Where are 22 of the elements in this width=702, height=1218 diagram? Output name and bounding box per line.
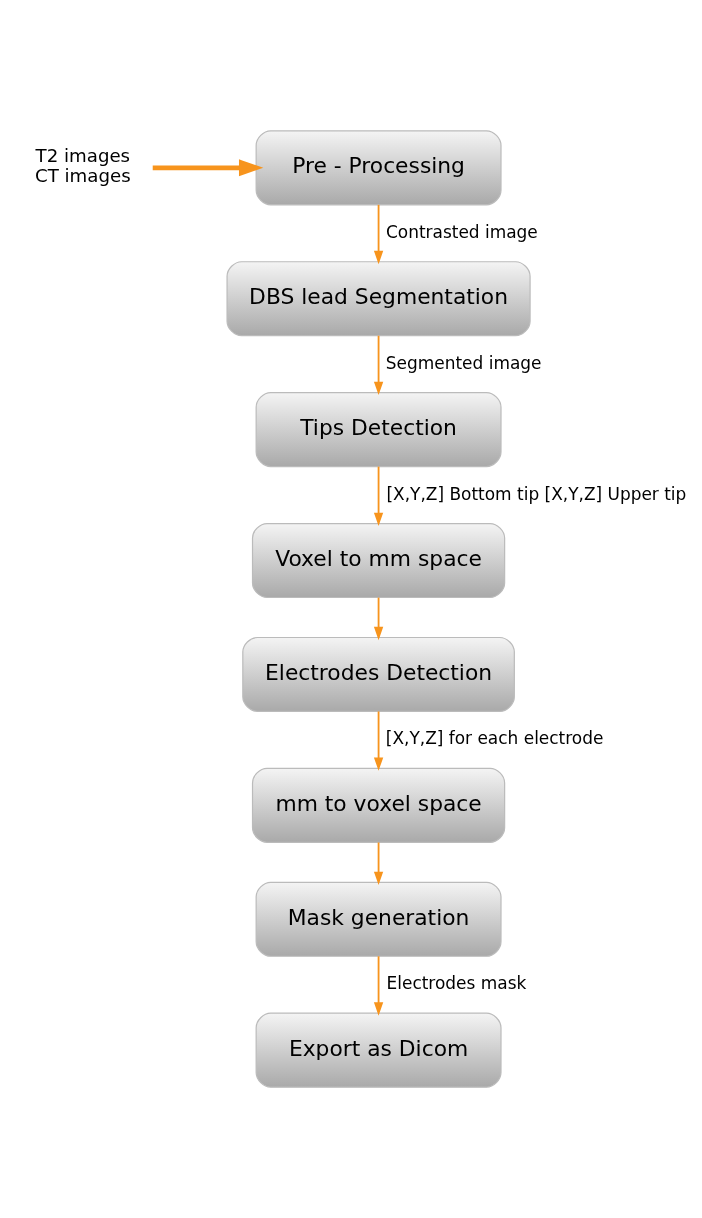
arrow (152, 159, 264, 177)
node-box: Mask generation (255, 881, 502, 957)
arrow (373, 334, 384, 396)
arrow (373, 596, 384, 641)
node-text: T2 images CT images (35, 144, 131, 187)
node-box: Export as Dicom (255, 1012, 502, 1088)
edge-label: Contrasted image (385, 221, 538, 242)
node-box: DBS lead Segmentation (226, 261, 531, 337)
arrow (373, 710, 384, 771)
edge-label: [X,Y,Z] Bottom tip [X,Y,Z] Upper tip (386, 483, 687, 504)
arrow (373, 465, 384, 526)
node-box: Electrodes Detection (242, 636, 515, 713)
node-box: mm to voxel space (251, 767, 506, 843)
arrow (373, 841, 384, 885)
edge-label: Electrodes mask (386, 973, 527, 994)
arrow (373, 955, 384, 1016)
arrow (373, 203, 384, 265)
node-box: Tips Detection (255, 392, 502, 468)
edge-label: [X,Y,Z] for each electrode (385, 728, 604, 749)
node-box: Voxel to mm space (251, 522, 506, 599)
node-box: Pre - Processing (255, 130, 502, 206)
edge-label: Segmented image (385, 352, 542, 373)
